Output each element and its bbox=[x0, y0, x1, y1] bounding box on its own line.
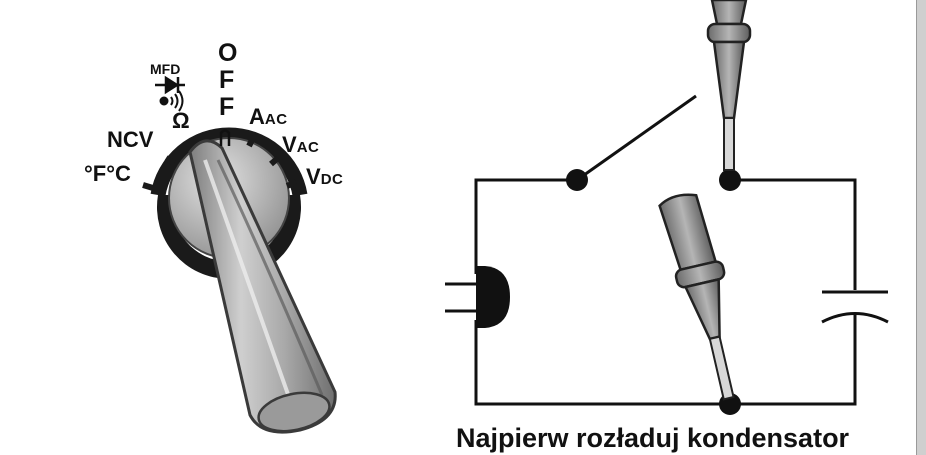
label-vdc-sub: DC bbox=[320, 171, 344, 188]
continuity-sound-icon bbox=[159, 90, 184, 112]
label-aac-main: A bbox=[249, 104, 265, 129]
capacitor-symbol bbox=[821, 290, 889, 324]
label-mfd: MFD bbox=[150, 61, 181, 77]
wire-top-left bbox=[474, 178, 577, 274]
label-vac-sub: AC bbox=[296, 139, 320, 156]
circuit-diagram bbox=[474, 94, 857, 406]
instruction-caption: Najpierw rozładuj kondensator bbox=[456, 423, 850, 453]
junction-switch bbox=[566, 169, 588, 191]
wire-right-bottom bbox=[730, 315, 857, 406]
test-probe-top[interactable] bbox=[706, 0, 752, 171]
wire-right bbox=[730, 178, 857, 290]
page-edge-strip bbox=[916, 0, 926, 455]
label-off-f1: F bbox=[219, 66, 235, 94]
switch-blade bbox=[576, 94, 697, 182]
rotary-selector-dial[interactable] bbox=[142, 127, 337, 438]
junction-dots bbox=[566, 169, 741, 415]
label-aac: AAC bbox=[249, 106, 288, 128]
label-ncv: NCV bbox=[107, 127, 154, 152]
off-pointer-symbol bbox=[219, 129, 231, 146]
label-temperature: °F°C bbox=[84, 161, 131, 186]
label-vac-main: V bbox=[282, 132, 297, 157]
label-vdc-main: V bbox=[306, 164, 321, 189]
label-vdc: VDC bbox=[306, 166, 343, 188]
diode-icon bbox=[155, 75, 185, 95]
label-resistance: Ω bbox=[172, 108, 190, 133]
label-vac: VAC bbox=[282, 134, 319, 156]
dial-tick-marks bbox=[142, 133, 298, 191]
wire-left-bottom bbox=[474, 320, 730, 406]
label-aac-sub: AC bbox=[264, 111, 288, 128]
label-off-f2: F bbox=[219, 93, 235, 121]
junction-top-right bbox=[719, 169, 741, 191]
label-off-o: O bbox=[218, 39, 238, 67]
dial-knob-handle[interactable] bbox=[188, 139, 337, 437]
plug-icon bbox=[445, 266, 510, 328]
test-probe-bottom[interactable] bbox=[658, 190, 752, 404]
